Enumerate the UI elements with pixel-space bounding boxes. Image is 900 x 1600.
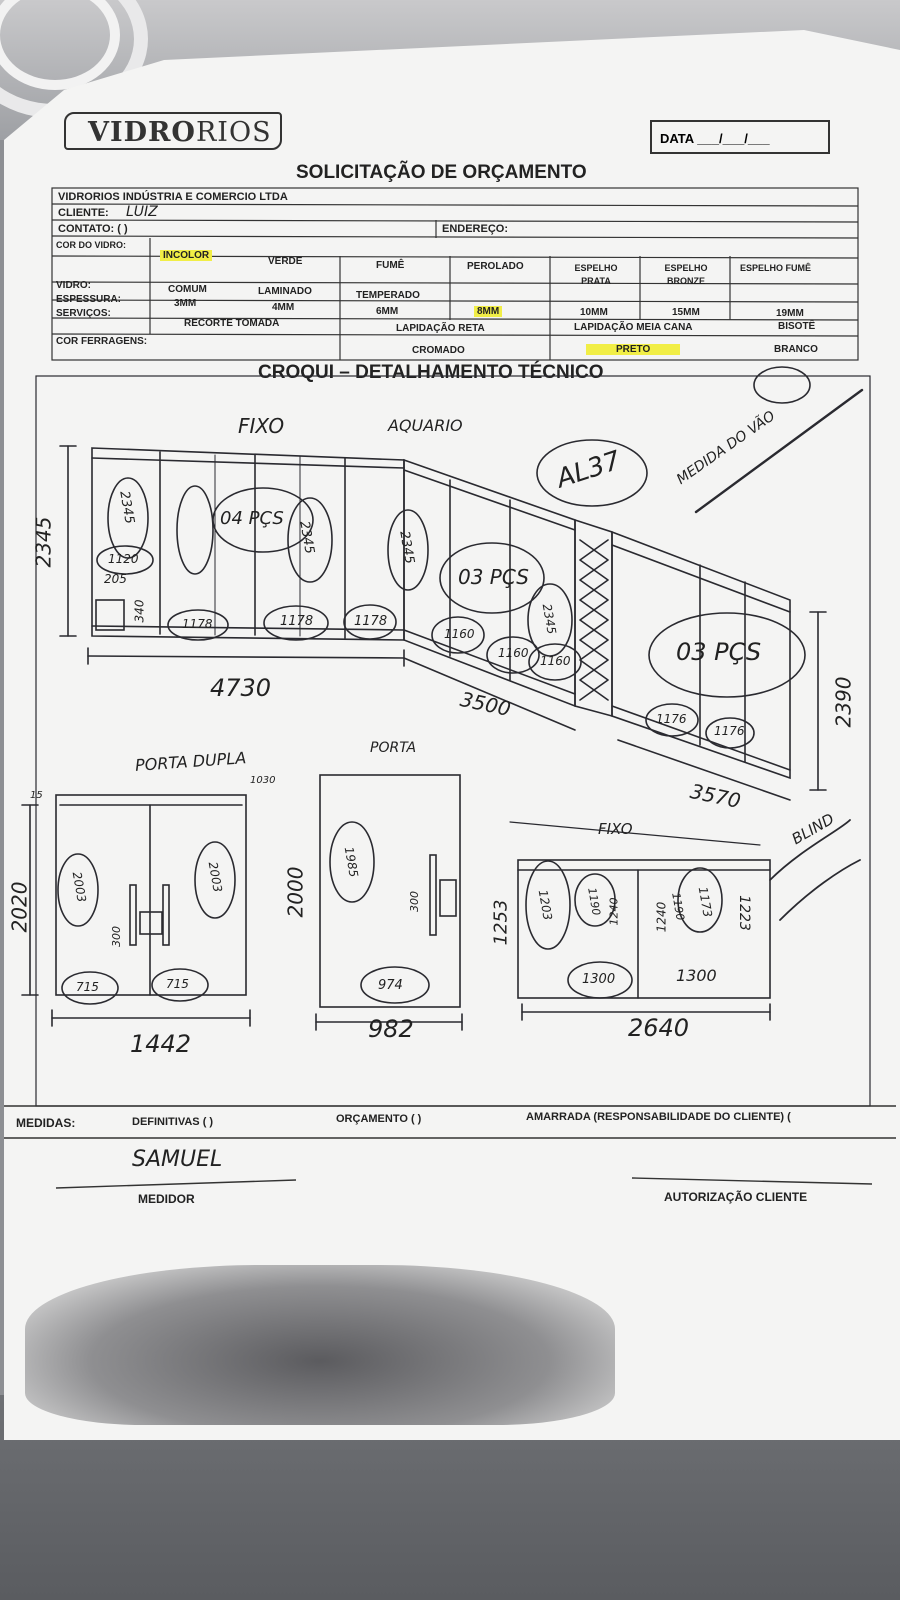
- glass-color-option-incolor[interactable]: INCOLOR: [160, 250, 213, 261]
- contact-label: CONTATO: ( ): [58, 223, 128, 235]
- hardware-branco: BRANCO: [774, 344, 818, 355]
- dim-f7: 1223: [735, 895, 752, 931]
- medidor-signature: SAMUEL: [132, 1147, 223, 1172]
- form-title: SOLICITAÇÃO DE ORÇAMENTO: [296, 162, 587, 183]
- dim-r2: 1176: [656, 712, 687, 726]
- dim-h1: 2345: [31, 516, 56, 568]
- service-recorte-tomada[interactable]: RECORTE TOMADA: [184, 318, 280, 329]
- dim-f4: 1240: [654, 901, 669, 933]
- dim-q4: 1160: [498, 646, 529, 660]
- dim-f-h: 1253: [490, 899, 512, 946]
- dim-p2: 04 PÇS: [220, 508, 284, 529]
- glass-color-option-espelho-fume[interactable]: ESPELHO FUMÊ: [740, 263, 812, 273]
- dim-f-w: 2640: [628, 1014, 690, 1042]
- dim-p5: 1178: [182, 617, 213, 631]
- thickness-label: ESPESSURA:: [56, 294, 122, 305]
- company-name: VIDRORIOS INDÚSTRIA E COMERCIO LTDA: [58, 191, 288, 203]
- dim-s-h: 2000: [283, 866, 308, 918]
- hardware-cromado[interactable]: CROMADO: [412, 345, 465, 356]
- dim-q3: 1160: [444, 627, 475, 641]
- service-lapidacao-meia-cana[interactable]: LAPIDAÇÃO MEIA CANA: [574, 322, 693, 333]
- dim-h3: 2390: [831, 676, 856, 728]
- quote-form-paper: [4, 30, 900, 1440]
- dim-s3: 300: [408, 891, 421, 912]
- dim-s-w: 982: [368, 1015, 414, 1043]
- glass-color-option-espelho-prata[interactable]: ESPELHO PRATA: [574, 263, 618, 286]
- thickness-8mm[interactable]: 8MM: [474, 306, 503, 317]
- label-fixo-2: FIXO: [598, 820, 633, 838]
- cable-coil-inner: [0, 0, 120, 90]
- glass-type-temperado[interactable]: TEMPERADO: [356, 290, 420, 301]
- dim-d-h: 2020: [7, 881, 32, 933]
- hand-shadow: [25, 1265, 615, 1425]
- dim-f3: 1240: [607, 897, 621, 926]
- label-aquario: AQUARIO: [388, 416, 463, 435]
- sketch-title: CROQUI – DETALHAMENTO TÉCNICO: [258, 362, 604, 383]
- label-fixo: FIXO: [238, 414, 285, 438]
- dim-r1: 03 PÇS: [676, 638, 762, 666]
- dim-f8: 1300: [582, 972, 616, 987]
- dim-p11: 340: [132, 599, 147, 623]
- label-porta: PORTA: [370, 740, 417, 756]
- glass-color-option-perolado[interactable]: PEROLADO: [467, 261, 524, 272]
- glass-color-option-verde[interactable]: VERDE: [268, 256, 303, 267]
- service-bisote[interactable]: BISOTÊ: [778, 321, 816, 332]
- orcamento-checkbox[interactable]: ORÇAMENTO ( ): [336, 1113, 422, 1125]
- glass-color-option-espelho-bronze[interactable]: ESPELHO BRONZE: [664, 263, 708, 286]
- dim-f9: 1300: [676, 966, 717, 985]
- hardware-preto[interactable]: PRETO: [586, 344, 681, 355]
- thickness-6mm[interactable]: 6MM: [376, 306, 399, 317]
- service-lapidacao-reta[interactable]: LAPIDAÇÃO RETA: [396, 323, 485, 334]
- glass-color-option-fume[interactable]: FUMÊ: [376, 260, 405, 271]
- dim-q1: 03 PÇS: [458, 565, 529, 589]
- dim-q5: 1160: [540, 654, 571, 668]
- services-label: SERVIÇOS:: [56, 308, 111, 319]
- thickness-4mm[interactable]: 4MM: [272, 302, 295, 313]
- dim-p6: 1178: [280, 614, 314, 629]
- client-value[interactable]: LUIZ: [126, 204, 158, 220]
- client-label: CLIENTE:: [58, 207, 109, 219]
- definitivas-checkbox[interactable]: DEFINITIVAS ( ): [132, 1116, 214, 1128]
- dim-r3: 1176: [714, 724, 745, 738]
- glass-type-laminado[interactable]: LAMINADO: [258, 286, 312, 297]
- amarrada-checkbox[interactable]: AMARRADA (RESPONSABILIDADE DO CLIENTE) (: [526, 1111, 791, 1123]
- glass-type-comum[interactable]: COMUM: [168, 284, 207, 295]
- dim-d6: 1030: [250, 775, 276, 786]
- dim-p10: 205: [104, 572, 127, 586]
- dim-p9: 1120: [108, 552, 139, 566]
- dim-d-w: 1442: [130, 1030, 192, 1058]
- thickness-3mm[interactable]: 3MM: [174, 298, 197, 309]
- dim-d4: 715: [166, 977, 189, 991]
- address-label: ENDEREÇO:: [442, 223, 509, 235]
- brand-logo: VIDRORIOS: [64, 112, 282, 150]
- dim-p7: 1178: [354, 614, 388, 629]
- glass-type-label: VIDRO:: [56, 280, 91, 291]
- dim-w1: 4730: [210, 674, 272, 702]
- dim-d7: 15: [30, 790, 43, 801]
- dim-d3: 715: [76, 980, 99, 994]
- dim-s2: 974: [378, 978, 403, 993]
- thickness-19mm[interactable]: 19MM: [776, 308, 804, 319]
- glass-color-label: COR DO VIDRO:: [56, 240, 127, 250]
- hardware-color-label: COR FERRAGENS:: [56, 336, 148, 347]
- medidas-label: MEDIDAS:: [16, 1116, 76, 1130]
- thickness-15mm[interactable]: 15MM: [672, 307, 700, 318]
- date-box[interactable]: DATA ___/___/___: [650, 120, 830, 154]
- dim-d5: 300: [110, 926, 123, 947]
- medidor-label: MEDIDOR: [138, 1192, 195, 1206]
- thickness-10mm[interactable]: 10MM: [580, 307, 608, 318]
- autorizacao-label: AUTORIZAÇÃO CLIENTE: [664, 1190, 808, 1204]
